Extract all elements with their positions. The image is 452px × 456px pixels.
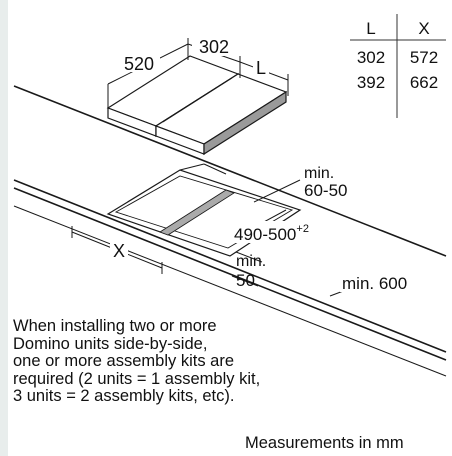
min-front-label: min. [236,253,266,270]
label-bg-600 [340,272,420,292]
worktop-front-edge-bottom [13,187,447,361]
dim-label-302: 302 [199,37,229,57]
cutout-inner [114,175,294,249]
table-cell-l-2: 392 [357,73,385,92]
depth-label: 490-500+2 [234,223,309,244]
assembly-note: When installing two or more Domino units… [13,317,313,406]
domino-hobs [106,55,288,156]
note-line-5: 3 units = 2 assembly kits, etc). [13,387,235,406]
depth-sup: +2 [296,223,309,235]
cutout-rear-tab-1 [179,163,205,171]
hob-right-side [203,90,287,156]
worktop [13,85,447,377]
label-bg-520 [114,50,160,72]
worktop-front-edge-top [13,179,447,353]
dim-label-520: 520 [124,54,154,74]
min-top-value: 60-50 [304,181,347,200]
dimension-table [350,14,446,118]
min-front-value: 50 [236,271,255,290]
label-bg-302 [192,36,232,56]
dim-min-front-line [235,251,263,263]
dim-50-leader [231,275,259,287]
cutout-rear-tab-2 [203,163,227,175]
note-line-3: one or more assembly kits are [13,352,235,371]
table-cell-l-1: 302 [357,48,385,67]
cabinet-line [13,205,447,377]
dim-min-top-leader [253,179,301,203]
label-bg-l [253,58,269,78]
cutout-center-strip [159,189,235,236]
dim-label-x: X [113,241,125,261]
label-bg-x [110,240,128,260]
table-header-l: L [366,19,375,38]
hob-seam-line [162,77,233,123]
note-line-1: When installing two or more [13,317,217,335]
note-line-2: Domino units side-by-side, [13,334,208,353]
table-header-x: X [418,19,429,38]
table-cell-x-1: 572 [410,48,438,67]
measurements-footer: Measurements in mm [245,434,404,452]
table-cell-x-2: 662 [410,73,438,92]
dim-label-l: L [256,58,266,78]
worktop-back-edge [13,85,447,257]
min-top-label: min. [304,165,334,182]
min-600-label: min. 600 [342,274,407,293]
note-line-4: required (2 units = 1 assembly kit, [13,369,261,388]
depth-value: 490-500 [234,225,296,244]
label-bg-depth [232,221,320,243]
